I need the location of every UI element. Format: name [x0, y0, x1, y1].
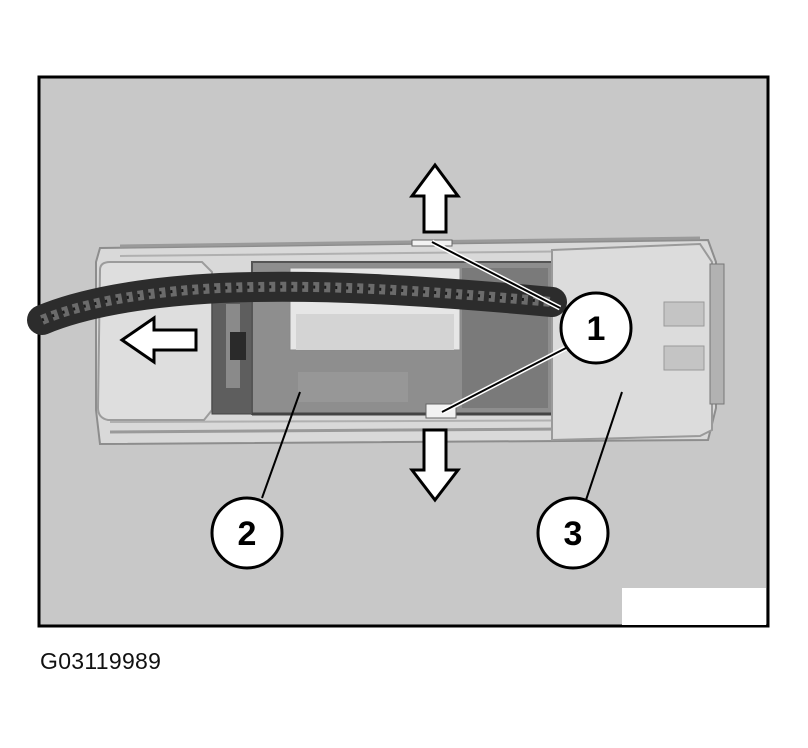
- leader-line-3: [585, 391, 623, 501]
- leader-line-2: [261, 391, 301, 499]
- callout-1: 1: [559, 291, 633, 365]
- callout-1-label: 1: [587, 310, 606, 348]
- corner-mask: [622, 588, 766, 625]
- arrow-down-icon: [408, 428, 462, 503]
- figure-id-label: G03119989: [40, 648, 162, 674]
- callout-3-label: 3: [564, 515, 583, 553]
- callout-3: 3: [536, 496, 610, 570]
- arrow-up-icon: [409, 162, 461, 234]
- leader-line-1a-core: [431, 241, 561, 309]
- cable-harness: [27, 271, 567, 335]
- arrow-left-icon: [119, 315, 198, 365]
- callout-2-label: 2: [238, 515, 257, 553]
- callout-2: 2: [210, 496, 284, 570]
- leader-line-1b-core: [441, 347, 567, 413]
